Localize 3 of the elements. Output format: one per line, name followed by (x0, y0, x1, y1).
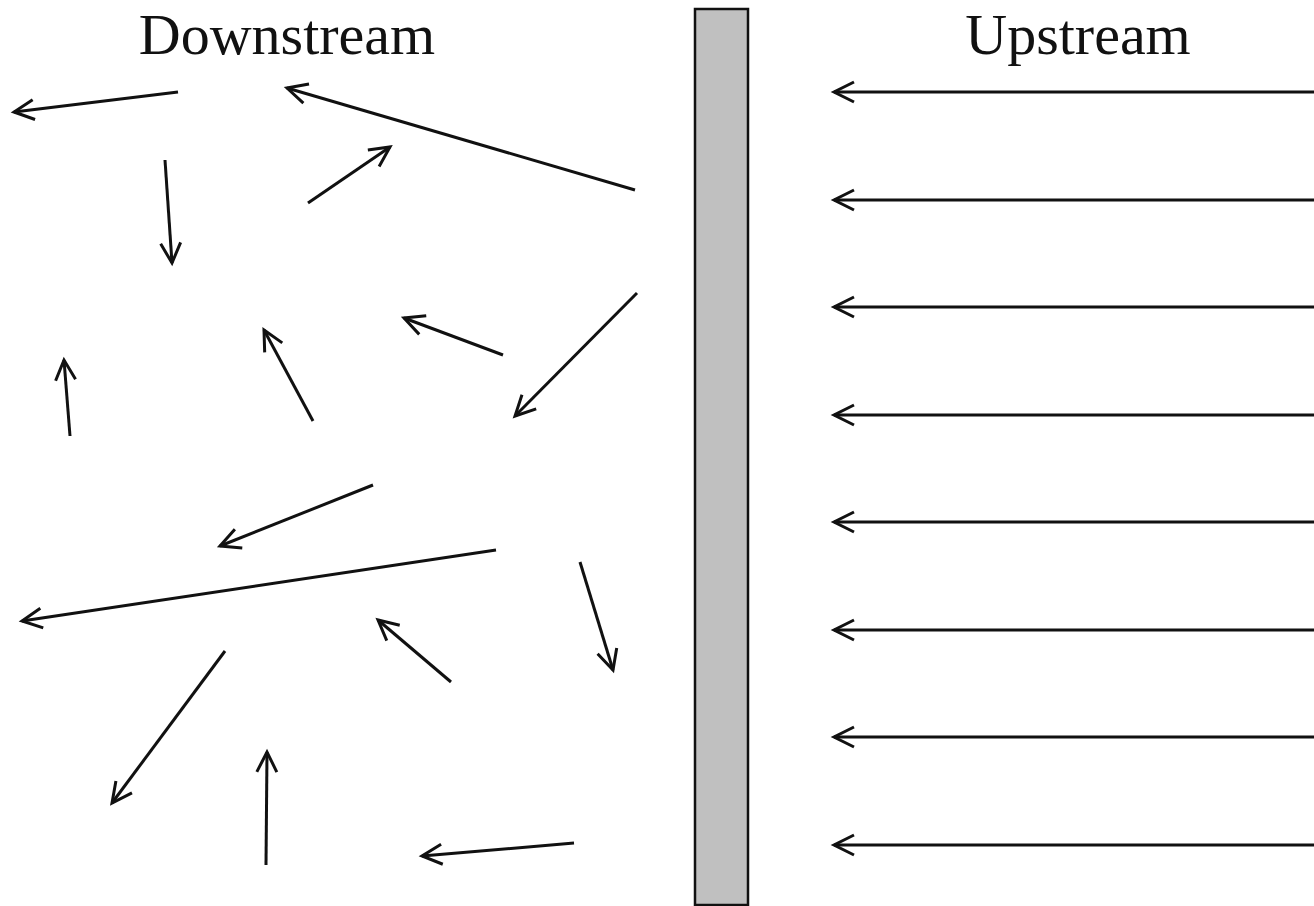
region-label: Downstream (138, 6, 436, 64)
barrier-wall (693, 7, 750, 906)
region-label: Upstream (965, 6, 1191, 64)
